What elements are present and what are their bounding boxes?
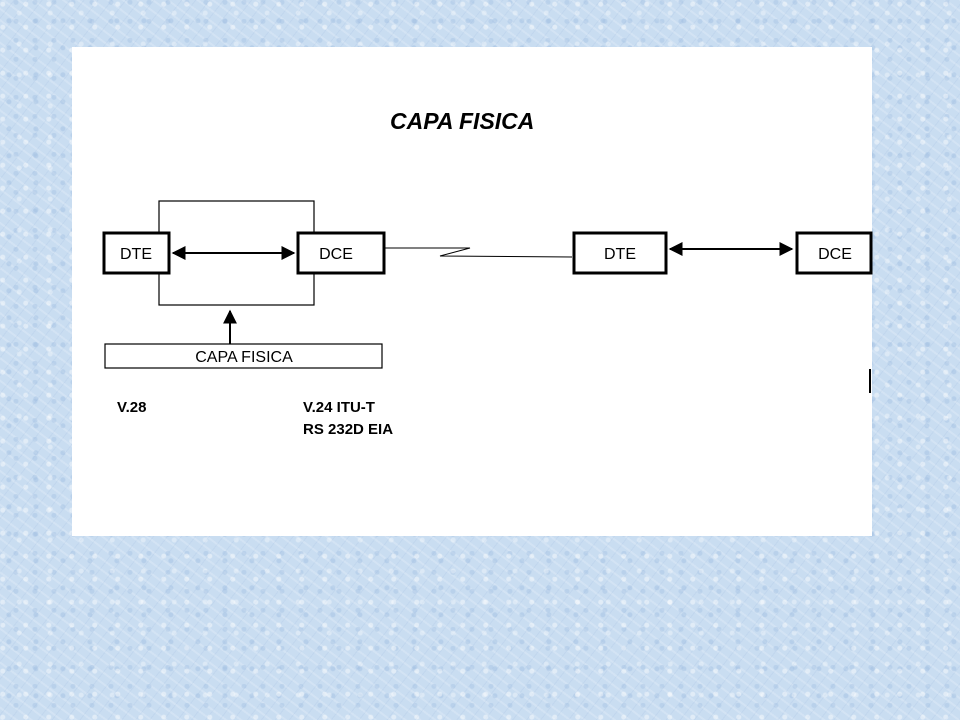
layer-bar: CAPA FISICA xyxy=(104,343,383,369)
layer-bar-box xyxy=(104,343,383,369)
left-dce-label: DCE xyxy=(319,246,353,263)
left-dce-node: DCE xyxy=(296,231,386,275)
left-dte-node: DTE xyxy=(102,231,171,275)
physical-layer-diagram: CAPA FISICA DTE DCE CAPA FISICA DTE xyxy=(102,108,873,438)
right-dce-label: DCE xyxy=(818,246,852,263)
standard-rs232-label: RS 232D EIA xyxy=(303,421,393,438)
right-dte-label: DTE xyxy=(604,246,636,263)
standard-v24-label: V.24 ITU-T xyxy=(303,399,375,416)
transmission-link-line xyxy=(384,247,573,258)
right-dce-node: DCE xyxy=(795,231,873,275)
left-dte-label: DTE xyxy=(120,246,152,263)
standard-v28-label: V.28 xyxy=(117,399,146,416)
right-dce-box xyxy=(795,231,873,275)
slide-panel: CAPA FISICA DTE DCE CAPA FISICA DTE xyxy=(72,47,873,536)
diagram-title: CAPA FISICA xyxy=(390,108,534,134)
right-dte-box xyxy=(572,231,668,275)
left-dce-box xyxy=(296,231,386,275)
left-dte-box xyxy=(102,231,171,275)
layer-bar-label: CAPA FISICA xyxy=(195,349,293,366)
right-dte-node: DTE xyxy=(572,231,668,275)
